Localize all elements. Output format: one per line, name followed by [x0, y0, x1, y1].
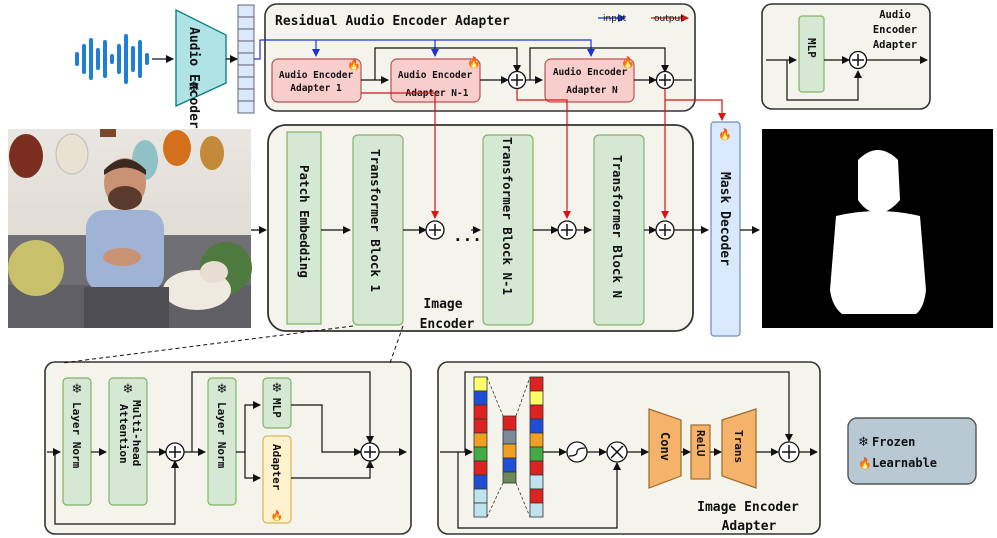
attention-label-1: Multi-head [130, 400, 143, 466]
plus-icon [655, 220, 675, 240]
audio-adapter-n-line1: Audio Encoder [553, 67, 628, 78]
audio-adapter-n-line2: Adapter N [566, 85, 618, 96]
plus-icon [165, 442, 185, 462]
attention-label-2: Attention [117, 404, 130, 464]
snowflake-icon: ❄ [188, 78, 201, 96]
audio-adapter-n1-line2: Adapter N-1 [406, 88, 469, 99]
input-video-frame [8, 129, 252, 328]
audio-adapter-mlp-label: MLP [805, 38, 818, 58]
image-adapter-flow [440, 371, 818, 529]
flame-icon: 🔥 [347, 58, 361, 71]
image-adapter-title-2: Adapter [722, 519, 777, 534]
feature-column-2 [502, 415, 517, 484]
image-encoder-title-2: Encoder [420, 317, 475, 332]
image-encoder-title-1: Image [423, 297, 462, 312]
snowflake-icon: ❄ [123, 382, 134, 397]
plus-icon [425, 220, 445, 240]
relu-label: ReLU [694, 430, 707, 457]
transformer-block-1-label: Transformer Block 1 [368, 149, 383, 292]
feature-column-3 [529, 376, 544, 518]
audio-encoder-label: Audio Encoder [186, 27, 201, 129]
patch-embedding-label: Patch Embedding [297, 165, 312, 278]
plus-icon [360, 442, 380, 462]
plus-icon [557, 220, 577, 240]
snowflake-icon: ❄ [272, 381, 283, 396]
feature-column-1 [473, 376, 488, 518]
audio-adapter-detail-title-3: Adapter [873, 39, 917, 51]
trans-block [721, 408, 757, 489]
residual-flow [361, 47, 692, 84]
audio-adapter-detail-title-2: Encoder [873, 24, 917, 36]
flame-icon: 🔥 [467, 56, 481, 69]
legend-input-label: input [603, 14, 627, 24]
flame-icon: 🔥 [858, 457, 872, 470]
conv-block [648, 408, 682, 489]
snowflake-icon: ❄ [72, 382, 83, 397]
layer-norm-1 [62, 377, 92, 506]
flame-icon: 🔥 [271, 509, 283, 522]
layer-norm-2 [207, 377, 237, 506]
adapter-output-routes [361, 89, 726, 219]
layer-norm-2-label: Layer Norm [215, 402, 228, 469]
plus-icon [848, 50, 868, 70]
legend-box [847, 417, 977, 485]
transformer-block-n1-label: Transformer Block N-1 [500, 137, 515, 295]
audio-adapter-mlp [798, 15, 825, 93]
adapter-label: Adapter [270, 444, 283, 491]
flame-icon: 🔥 [718, 128, 732, 141]
audio-adapter-1-line1: Audio Encoder [279, 70, 354, 81]
snowflake-icon: ❄ [858, 435, 869, 450]
trans-label: Trans [732, 430, 745, 463]
audio-adapter-n1-line1: Audio Encoder [398, 70, 473, 81]
sound-wave-icon [75, 34, 149, 84]
audio-encoder-block [175, 8, 227, 108]
legend-output-label: output [654, 14, 684, 24]
output-mask [762, 129, 993, 328]
sigmoid-icon [566, 441, 588, 463]
snowflake-icon: ❄ [217, 382, 228, 397]
image-adapter-title-1: Image Encoder [697, 500, 799, 515]
mask-decoder-label: Mask Decoder [717, 172, 732, 266]
transformer-block-n-label: Transformer Block N [610, 155, 625, 298]
conv-label: Conv [658, 432, 672, 461]
flame-icon: 🔥 [621, 56, 635, 69]
mlp-label: MLP [270, 398, 283, 418]
plus-icon [655, 70, 675, 90]
patch-embedding-block [286, 131, 322, 325]
ellipsis-label: ... [453, 226, 482, 245]
mlp-block [262, 377, 292, 429]
audio-adapter-1-line2: Adapter 1 [290, 83, 342, 94]
audio-token-column [237, 4, 255, 114]
plus-icon [778, 441, 800, 463]
block-detail-flow [47, 371, 407, 525]
multiply-icon [606, 441, 628, 463]
layer-norm-1-label: Layer Norm [70, 402, 83, 469]
audio-adapter-detail-flow [766, 56, 928, 101]
residual-adapter-title: Residual Audio Encoder Adapter [275, 14, 510, 29]
legend-frozen-label: Frozen [872, 435, 915, 449]
attention-block [108, 377, 148, 506]
bottleneck-shape [486, 376, 531, 518]
plus-icon [507, 70, 527, 90]
mask-decoder-block [710, 121, 741, 337]
legend-learnable-label: Learnable [872, 456, 937, 470]
audio-adapter-detail-title-1: Audio [879, 9, 911, 21]
adapter-block [262, 435, 292, 524]
